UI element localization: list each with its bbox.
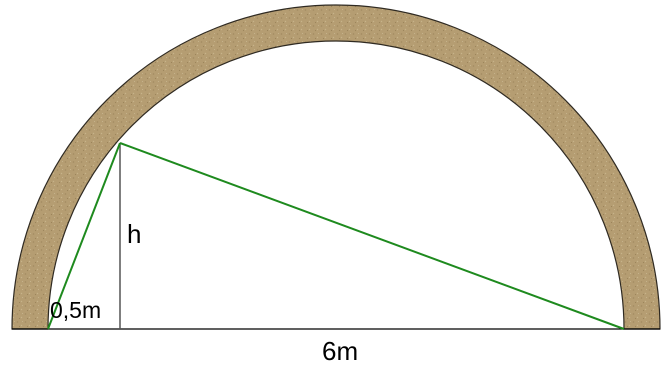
triangle-short-side: [47, 142, 121, 330]
short-segment-label: 0,5m: [50, 297, 101, 323]
height-label: h: [127, 219, 141, 249]
diameter-label: 6m: [322, 336, 358, 366]
triangle-long-side: [119, 142, 625, 330]
arch-band: [11, 4, 661, 330]
